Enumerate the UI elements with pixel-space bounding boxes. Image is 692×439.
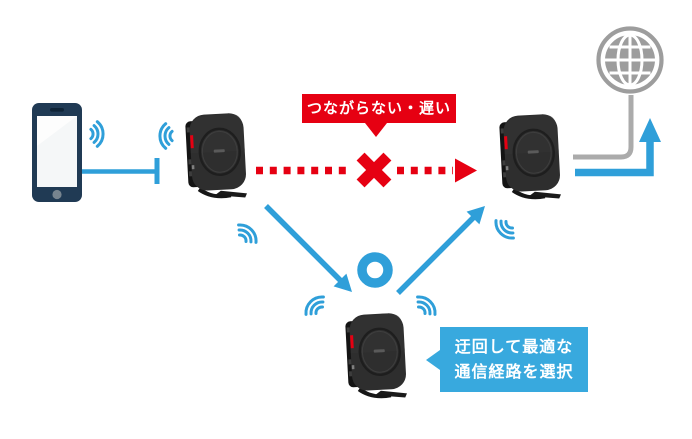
detour-arrow-down	[264, 204, 352, 292]
problem-bubble: つながらない・遅い	[302, 94, 456, 137]
problem-bubble-text: つながらない・遅い	[306, 100, 451, 117]
problem-bubble-pointer	[365, 123, 387, 137]
x-mark-icon	[356, 152, 392, 188]
wifi-waves-router-internet-icon	[490, 214, 520, 244]
solution-bubble-line2: 通信経路を選択	[454, 363, 574, 381]
red-arrowhead	[455, 158, 477, 183]
detour-arrow-up	[396, 206, 485, 295]
wifi-waves-detour-start-icon	[232, 219, 262, 249]
phone-speaker	[50, 108, 64, 112]
router-relay-icon	[343, 311, 409, 402]
globe-icon	[596, 26, 664, 94]
router-main-icon	[183, 111, 249, 202]
smartphone-icon	[32, 103, 82, 202]
internet-cable	[573, 95, 634, 160]
phone-home-button	[52, 189, 62, 200]
wifi-waves-relay-left-icon	[300, 291, 330, 321]
wifi-waves-phone-icon	[89, 120, 105, 148]
connection-line-phone-router	[82, 158, 160, 184]
blocked-path-dashed-arrow	[256, 152, 477, 188]
internet-arrow	[575, 118, 661, 177]
solution-bubble-line1: 迂回して最適な	[454, 338, 574, 356]
wifi-waves-relay-right-icon	[411, 291, 441, 321]
solution-bubble: 迂回して最適な 通信経路を選択	[426, 327, 588, 392]
wifi-waves-router-main-icon	[158, 122, 174, 150]
router-internet-icon	[497, 112, 563, 203]
solution-bubble-pointer	[426, 350, 440, 370]
circle-o-icon	[357, 252, 393, 288]
